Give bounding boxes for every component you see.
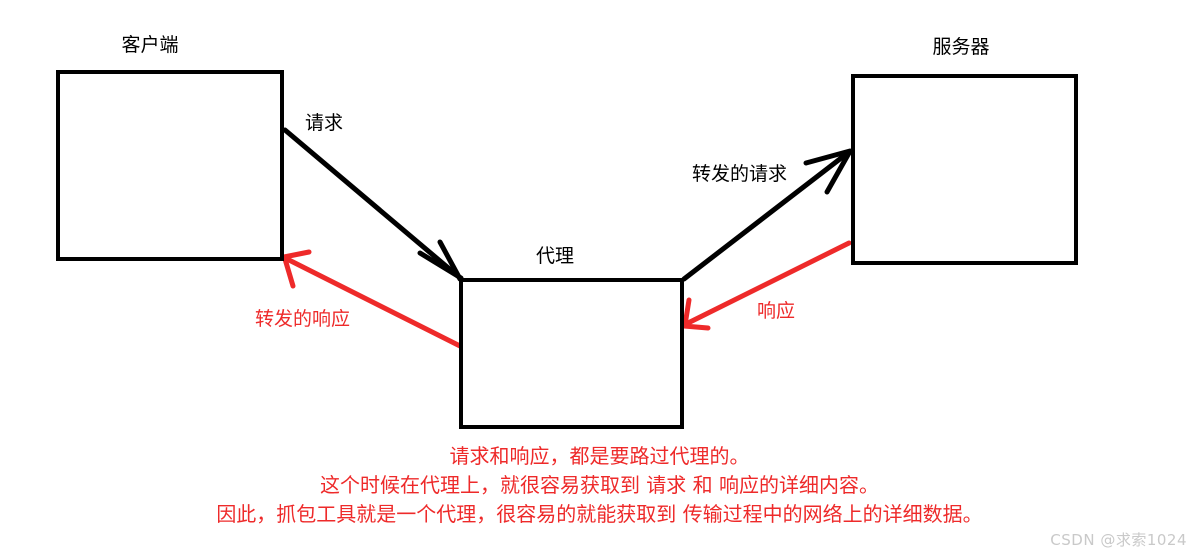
edge-label-request: 请求	[305, 112, 344, 134]
caption-line: 因此，抓包工具就是一个代理，很容易的就能获取到 传输过程中的网络上的详细数据。	[216, 502, 983, 526]
node-client-box	[56, 70, 284, 261]
watermark: CSDN @求索1024	[1050, 531, 1187, 549]
caption-block: 请求和响应，都是要路过代理的。 这个时候在代理上，就很容易获取到 请求 和 响应…	[0, 442, 1199, 529]
node-client-label: 客户端	[121, 34, 179, 56]
node-server-box	[851, 74, 1078, 265]
caption-line: 这个时候在代理上，就很容易获取到 请求 和 响应的详细内容。	[319, 473, 880, 497]
node-server-label: 服务器	[932, 36, 990, 58]
edge-label-forwarded-request: 转发的请求	[692, 163, 788, 185]
edge-forwarded-response-line	[281, 249, 465, 350]
node-proxy-label: 代理	[535, 245, 575, 267]
edge-label-response: 响应	[757, 300, 796, 322]
caption-line: 请求和响应，都是要路过代理的。	[449, 444, 750, 468]
node-proxy-box	[459, 278, 684, 429]
edge-request-line	[282, 127, 464, 282]
edge-label-forwarded-response: 转发的响应	[255, 308, 351, 330]
